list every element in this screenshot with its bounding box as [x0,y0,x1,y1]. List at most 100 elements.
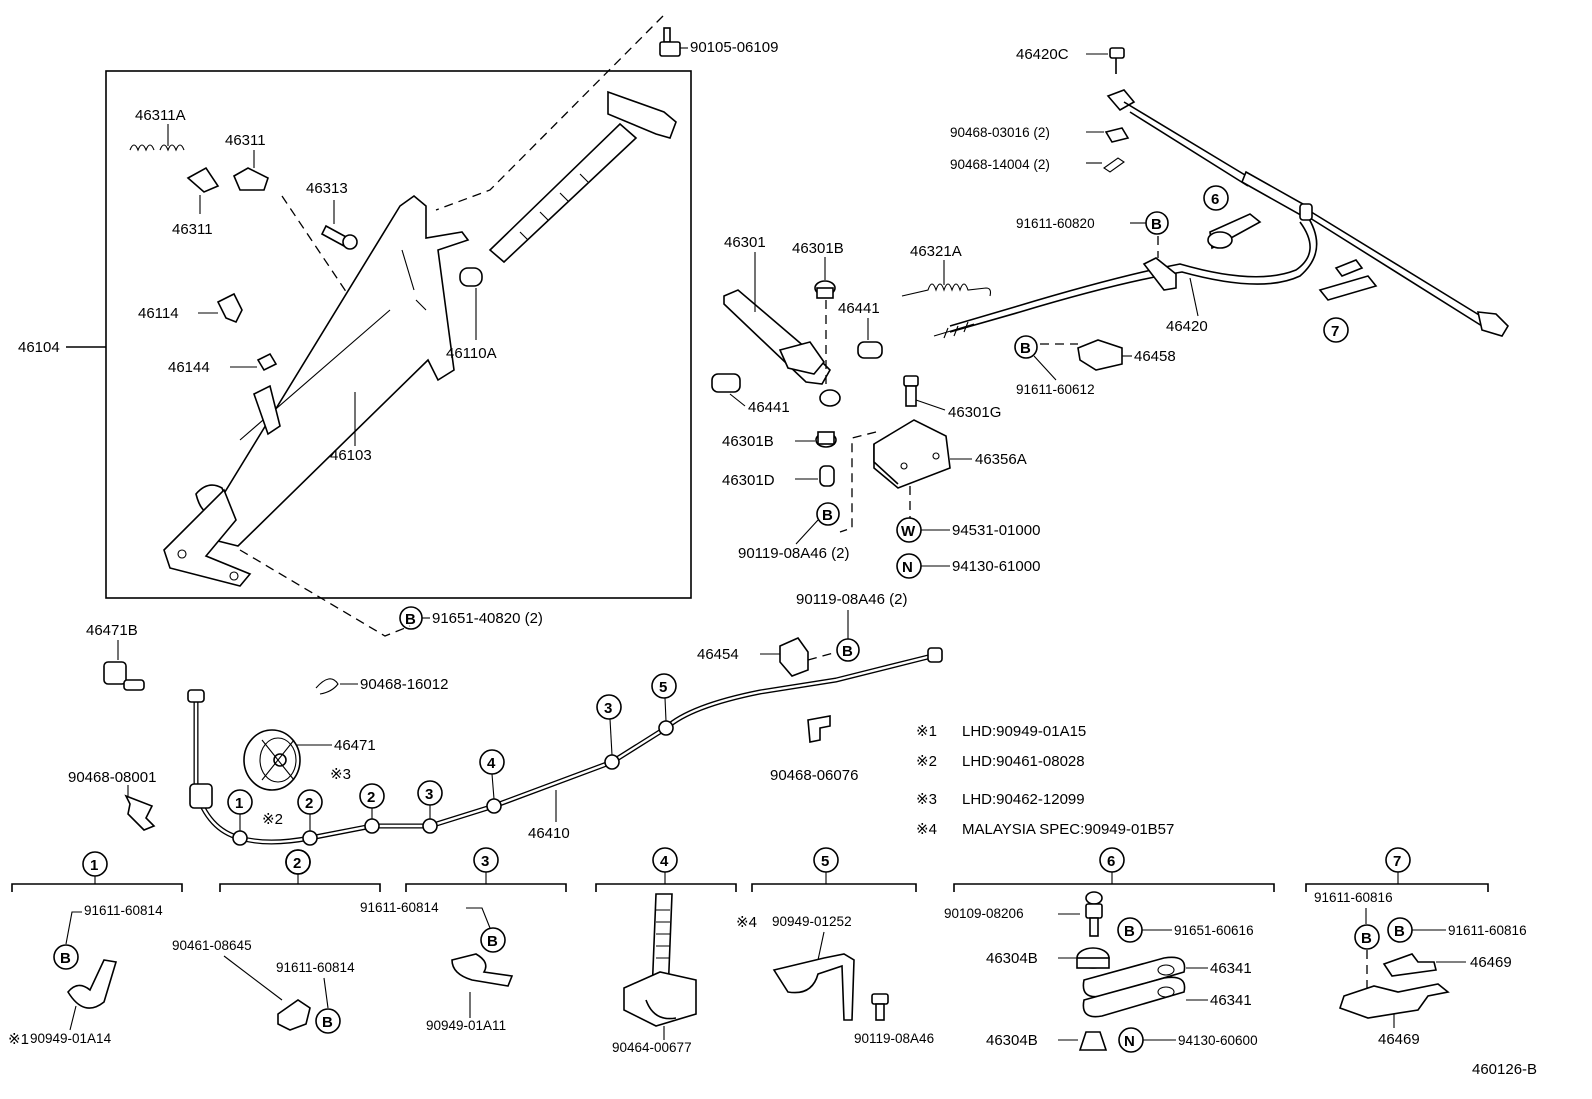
label-d6-46341-b[interactable]: 46341 [1210,992,1252,1009]
svg-text:4: 4 [660,853,669,870]
bolt-90105-06109-icon [659,27,681,57]
svg-text:3: 3 [481,853,489,870]
label-d5-90949-01252[interactable]: 90949-01252 [772,914,852,929]
callout-90119-08A46-b: B 90119-08A46 (2) [738,502,849,562]
label-46311-b[interactable]: 46311 [172,221,213,238]
note-2-text[interactable]: LHD:90461-08028 [962,753,1085,770]
label-46110A[interactable]: 46110A [446,345,497,362]
callout-94130-61000: N 94130-61000 [896,553,1040,579]
label-d6-91651-60616[interactable]: 91651-60616 [1174,923,1254,938]
label-46420[interactable]: 46420 [1166,318,1208,335]
pulley-46471-icon [243,729,301,791]
label-46441-a[interactable]: 46441 [838,300,880,317]
label-46301[interactable]: 46301 [724,234,766,251]
label-d1-90949-01A14[interactable]: 90949-01A14 [30,1031,112,1046]
note-3-text[interactable]: LHD:90462-12099 [962,791,1085,808]
svg-text:W: W [901,523,916,540]
label-46471B[interactable]: 46471B [86,622,138,639]
bushing-46304B-a-icon [1076,947,1110,969]
label-94130-61000[interactable]: 94130-61000 [952,558,1040,575]
svg-text:B: B [1124,923,1135,940]
label-d2-90461-08645[interactable]: 90461-08645 [172,938,252,953]
label-d6-46341-a[interactable]: 46341 [1210,960,1252,977]
label-46454[interactable]: 46454 [697,646,739,663]
svg-text:5: 5 [659,679,667,696]
label-46311A[interactable]: 46311A [135,107,186,124]
clip-90468-06076-icon [807,715,831,743]
label-46103[interactable]: 46103 [330,447,372,464]
label-46410[interactable]: 46410 [528,825,570,842]
label-d4-90464-00677[interactable]: 90464-00677 [612,1040,692,1055]
label-46441-b[interactable]: 46441 [748,399,790,416]
detail-3: 91611-60814 B 90949-01A11 [360,900,514,1033]
label-d6-94130-60600[interactable]: 94130-60600 [1178,1033,1258,1048]
label-d1-91611-60814[interactable]: 91611-60814 [84,903,163,918]
label-46301G[interactable]: 46301G [948,404,1001,421]
label-91651-40820[interactable]: 91651-40820 (2) [432,610,543,627]
label-46114[interactable]: 46114 [138,305,179,322]
note-2-mark: ※2 [916,753,937,770]
label-d3-90949-01A11[interactable]: 90949-01A11 [426,1018,506,1033]
bushing-46441-a-icon [857,341,883,359]
callout-94531-01000: W 94531-01000 [896,517,1040,543]
note-1-text[interactable]: LHD:90949-01A15 [962,723,1086,740]
bolt-46420C-icon [1109,47,1125,74]
label-90468-16012[interactable]: 90468-16012 [360,676,448,693]
label-46301B-a[interactable]: 46301B [792,240,844,257]
label-90468-14004[interactable]: 90468-14004 (2) [950,157,1050,172]
label-46321A[interactable]: 46321A [910,243,962,260]
ref-mark-3[interactable]: ※3 [330,766,351,783]
svg-text:B: B [1151,216,1162,233]
label-d6-46304B-a[interactable]: 46304B [986,950,1038,967]
label-46311-a[interactable]: 46311 [225,132,266,149]
label-46301D[interactable]: 46301D [722,472,775,489]
notes-block: ※1 LHD:90949-01A15 ※2 LHD:90461-08028 ※3… [916,723,1174,838]
pawl-46311-icon [186,166,269,193]
label-46420C[interactable]: 46420C [1016,46,1069,63]
label-d5-90119-08A46[interactable]: 90119-08A46 [854,1031,934,1046]
label-46313[interactable]: 46313 [306,180,348,197]
pin-46471B-icon [103,661,145,691]
label-90468-03016[interactable]: 90468-03016 (2) [950,125,1050,140]
note-4-text[interactable]: MALAYSIA SPEC:90949-01B57 [962,821,1174,838]
label-d6-90109-08206[interactable]: 90109-08206 [944,906,1024,921]
label-46356A[interactable]: 46356A [975,451,1027,468]
equalizer-46301-icon [723,289,841,407]
label-90105-06109[interactable]: 90105-06109 [690,39,778,56]
spring-46311A-icon [129,144,185,152]
ref-mark-4[interactable]: ※4 [736,914,757,931]
svg-text:B: B [487,933,498,950]
label-46458[interactable]: 46458 [1134,348,1176,365]
detail-headers: 1 3 4 5 6 7 [11,847,1489,892]
svg-text:B: B [405,611,416,628]
svg-text:2: 2 [305,795,313,812]
svg-text:2: 2 [367,789,375,806]
label-46104[interactable]: 46104 [18,339,60,356]
detail-2: 90461-08645 91611-60814 B [172,849,355,1034]
ref-mark-1[interactable]: ※1 [8,1031,29,1048]
label-46144[interactable]: 46144 [168,359,210,376]
label-d3-91611-60814[interactable]: 91611-60814 [360,900,439,915]
detail-4: 90464-00677 [612,893,697,1055]
svg-text:7: 7 [1331,323,1339,340]
label-d6-46304B-b[interactable]: 46304B [986,1032,1038,1049]
svg-text:3: 3 [604,700,612,717]
label-90468-08001[interactable]: 90468-08001 [68,769,156,786]
label-90119-08A46-2-a[interactable]: 90119-08A46 (2) [796,591,907,608]
label-91611-60820[interactable]: 91611-60820 [1016,216,1095,231]
label-90468-06076[interactable]: 90468-06076 [770,767,858,784]
label-46471[interactable]: 46471 [334,737,376,754]
bushing-46301B-b-icon [815,431,837,448]
label-d7-91611-60816-b[interactable]: 91611-60816 [1448,923,1527,938]
label-d2-91611-60814[interactable]: 91611-60814 [276,960,355,975]
label-94531-01000[interactable]: 94531-01000 [952,522,1040,539]
label-46301B-b[interactable]: 46301B [722,433,774,450]
lever-46103-icon [163,194,470,587]
clip-46454-icon [779,637,809,677]
label-90119-08A46-2-b[interactable]: 90119-08A46 (2) [738,545,849,562]
label-d7-46469-a[interactable]: 46469 [1470,954,1512,971]
label-d7-91611-60816-a[interactable]: 91611-60816 [1314,890,1393,905]
ref-mark-2[interactable]: ※2 [262,811,283,828]
label-91611-60612[interactable]: 91611-60612 [1016,382,1095,397]
label-d7-46469-b[interactable]: 46469 [1378,1031,1420,1048]
